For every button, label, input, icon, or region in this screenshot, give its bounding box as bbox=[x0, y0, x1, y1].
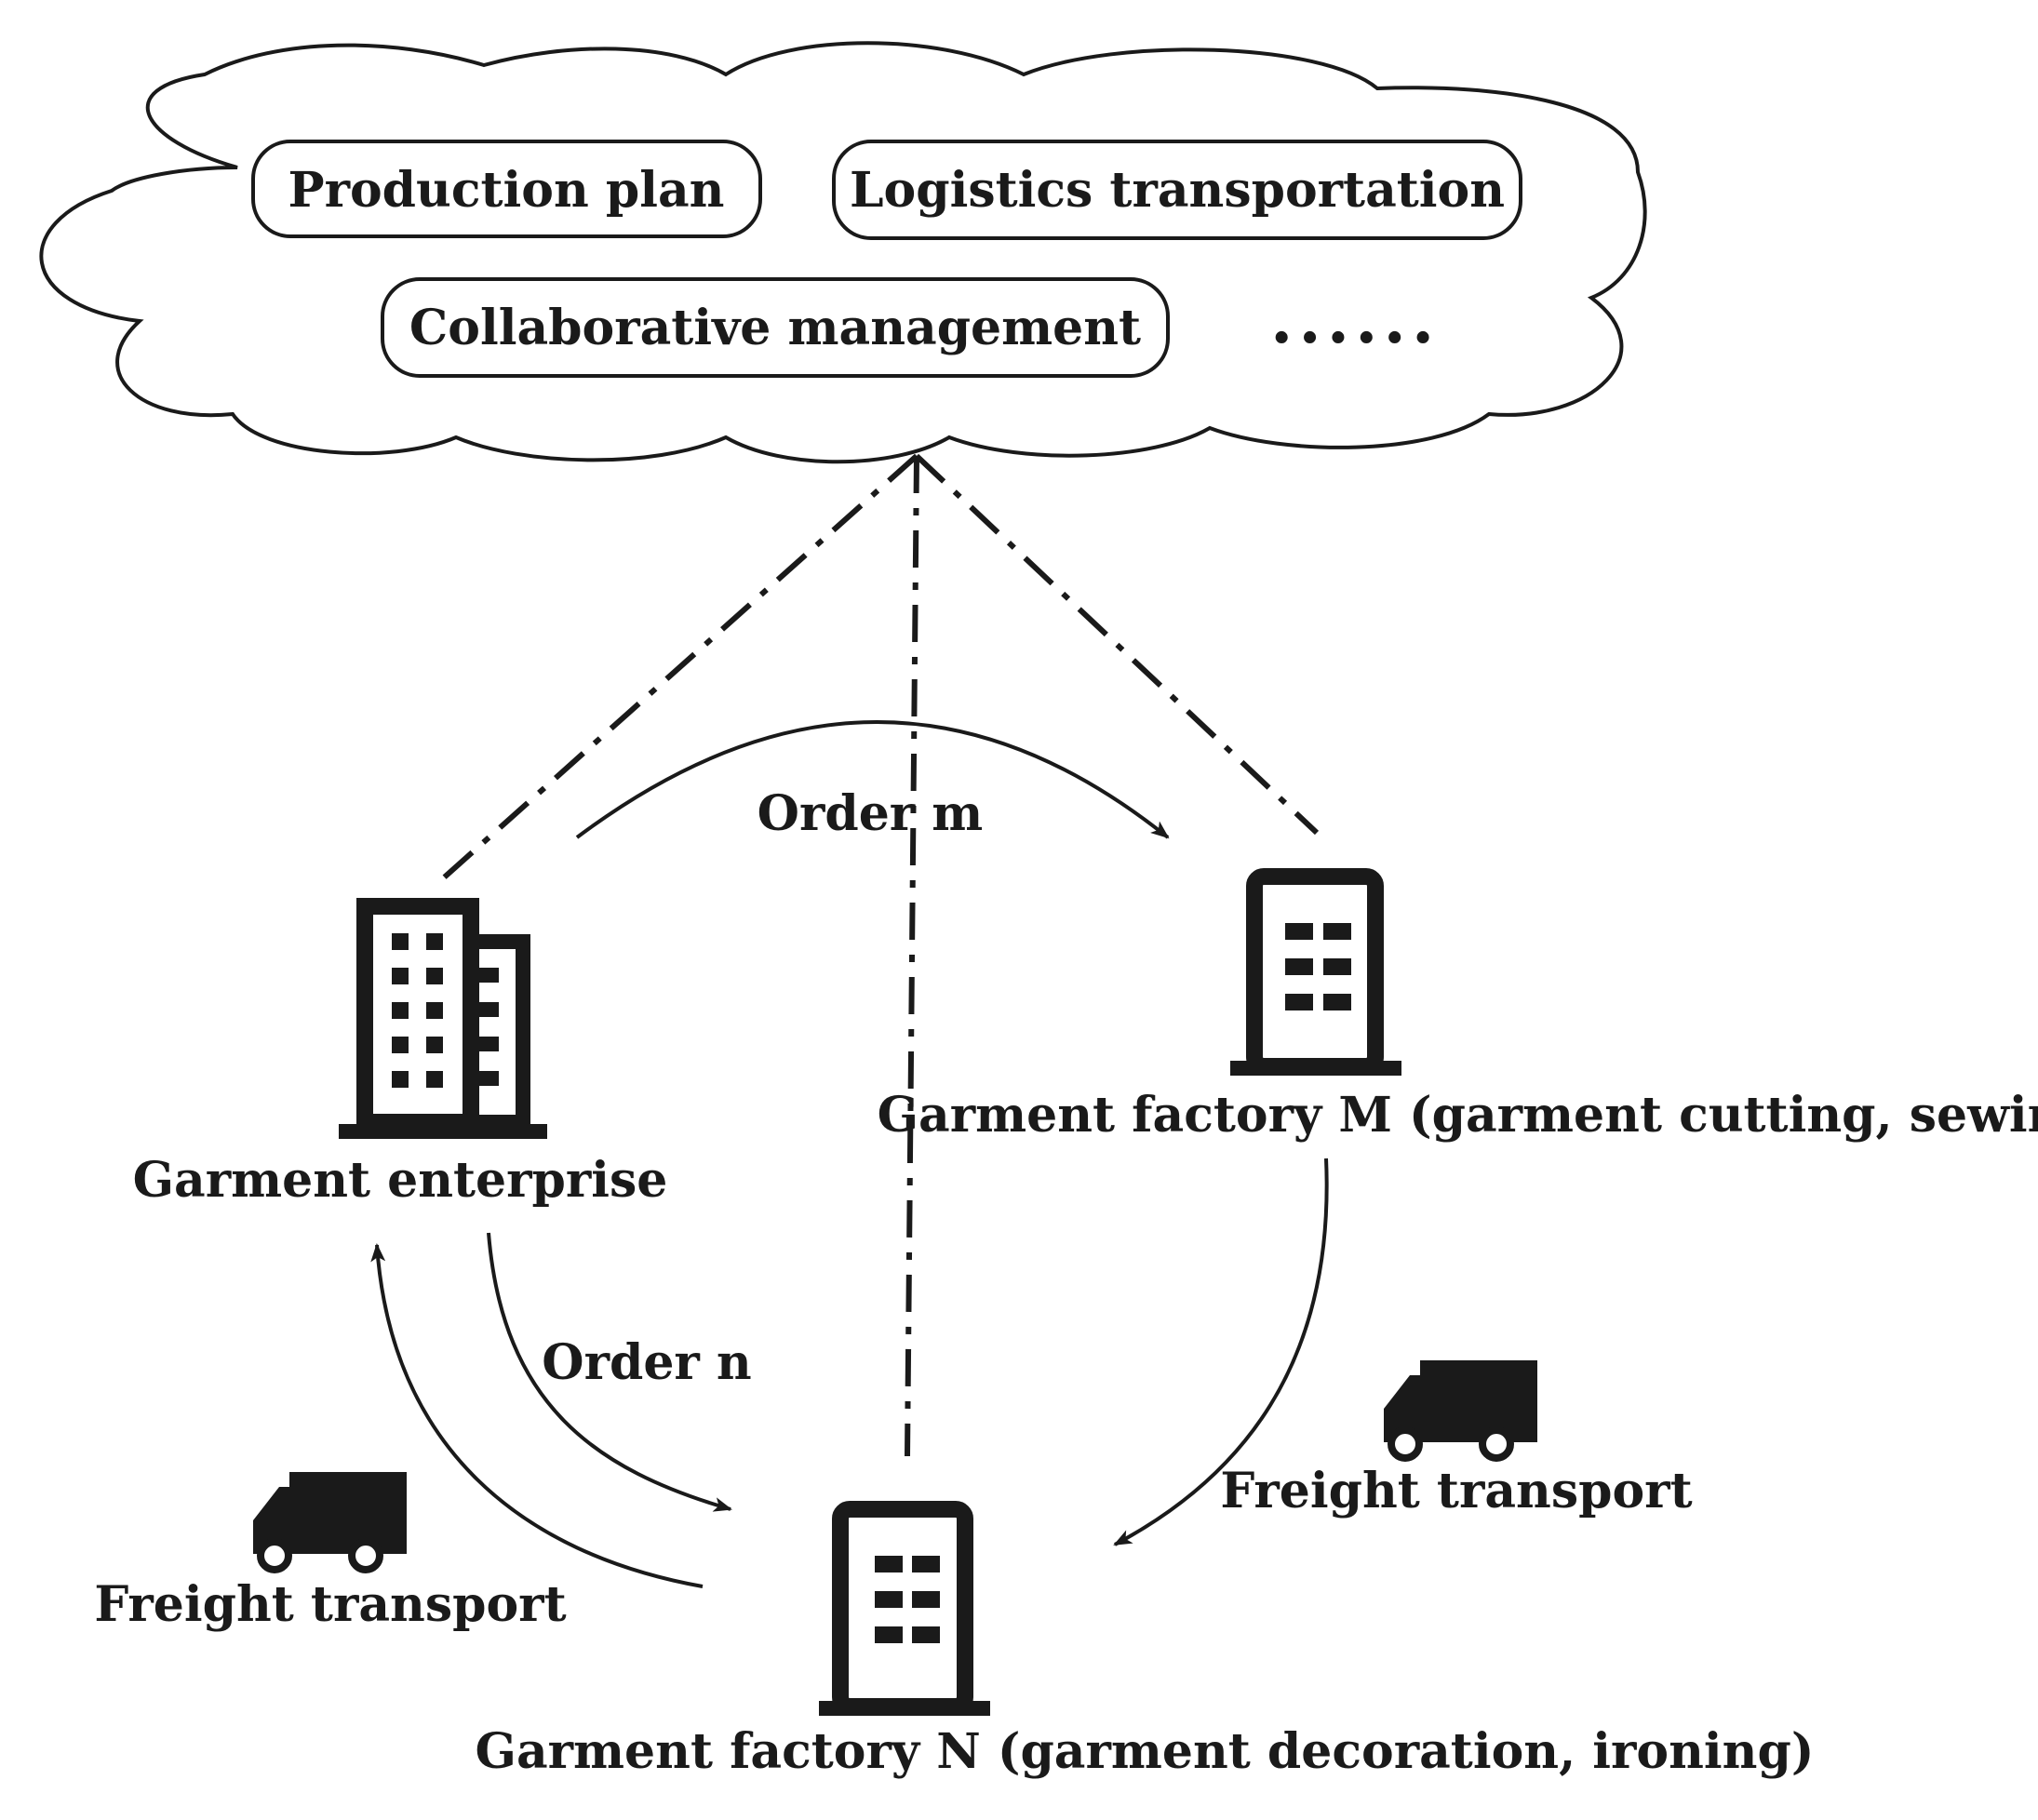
cloud-links bbox=[440, 453, 1320, 1457]
factory-m-to-n-arrow bbox=[1113, 1158, 1329, 1546]
cloud: Production plan Logistics transportation… bbox=[39, 41, 1647, 464]
enterprise-label: Garment enterprise bbox=[133, 1152, 668, 1209]
cloud-link-factory-n bbox=[905, 455, 919, 1457]
more-services-ellipsis: ...... bbox=[1270, 281, 1440, 358]
production-plan-label: Production plan bbox=[288, 162, 725, 219]
collaborative-management-label: Collaborative management bbox=[409, 300, 1141, 356]
logistics-transportation-label: Logistics transportation bbox=[850, 162, 1505, 219]
truck-icon-left bbox=[253, 1472, 407, 1573]
order-n-arrow bbox=[487, 1232, 732, 1512]
service-collaborative-management: Collaborative management bbox=[381, 277, 1170, 378]
office-building-icon bbox=[339, 898, 547, 1139]
flow-arrows bbox=[370, 720, 1329, 1588]
cloud-outline bbox=[39, 41, 1647, 464]
freight-transport-right-label: Freight transport bbox=[1220, 1463, 1692, 1519]
factory-m-label: Garment factory M (garment cutting, sewi… bbox=[878, 1087, 2038, 1144]
cloud-link-factory-m bbox=[914, 453, 1320, 836]
service-production-plan: Production plan bbox=[251, 140, 762, 238]
freight-transport-left-label: Freight transport bbox=[94, 1576, 566, 1633]
order-m-arrow bbox=[575, 720, 1170, 839]
factory-n-label: Garment factory N (garment decoration, i… bbox=[476, 1723, 1815, 1780]
order-m-label: Order m bbox=[758, 785, 984, 842]
factory-n-building-icon bbox=[819, 1501, 990, 1716]
factory-m-building-icon bbox=[1230, 868, 1401, 1076]
order-n-label: Order n bbox=[542, 1334, 751, 1391]
cloud-link-enterprise bbox=[440, 453, 918, 882]
return-freight-arrow bbox=[370, 1243, 704, 1588]
truck-icon-right bbox=[1384, 1360, 1537, 1462]
service-logistics-transportation: Logistics transportation bbox=[832, 140, 1522, 240]
